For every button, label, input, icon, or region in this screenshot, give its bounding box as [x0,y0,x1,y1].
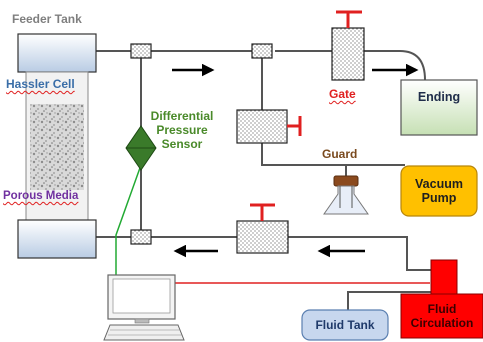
ending-label: Ending [417,90,461,104]
bottom-valve-body [236,220,289,254]
pipe-bottom [95,236,432,271]
pipe-top [94,50,426,81]
hassler-cell [17,33,97,259]
pipe-tank [347,291,432,312]
middle-valve-body [236,109,288,144]
hassler-top-cap [17,33,97,73]
vacuum-pump-label: Vacuum Pump [401,166,477,216]
keyboard [103,324,185,341]
vacuum-line-2: Pump [421,191,457,205]
differential-pressure-sensor-label: Differential Pressure Sensor [146,109,218,151]
middle-valve-handle [287,116,302,136]
circulation-line-2: Circulation [410,316,474,330]
valve-top-right [251,43,273,59]
circulation-lower [400,293,483,339]
dps-line-1: Differential [150,109,214,123]
pipe-to-guard [261,58,300,166]
fluid-tank-label: Fluid Tank [315,318,375,332]
pipes [94,50,432,312]
gate-valve [331,10,365,81]
guard-body [323,185,369,215]
gate-handle [336,10,362,28]
differential-pressure-sensor [125,125,157,171]
dps-line-2: Pressure [156,122,208,137]
circulation-line-1: Fluid [427,302,457,316]
gate-body [331,27,365,81]
vacuum-pump-box-shape [400,165,478,217]
fluid-circulation-unit [400,259,483,339]
fluid-tank-box-shape [301,309,389,341]
hassler-cell-label: Hassler Cell [6,77,75,91]
sensor-signal-wire [115,164,142,275]
monitor-screen [112,278,171,314]
guard-stopper [333,175,359,187]
feeder-tank-label: Feeder Tank [12,12,82,26]
guard-flask [323,175,369,215]
bottom-valve-handle [250,203,275,221]
porous-media-label: Porous Media [3,190,79,202]
vacuum-line-1: Vacuum [415,177,463,191]
hassler-bottom-cap [17,219,97,259]
ending-box-shape [400,79,478,136]
circulation-upper [430,259,458,299]
valve-top-left [130,43,152,59]
fluid-circulation-label: Fluid Circulation [401,296,483,336]
monitor-stand [134,318,150,324]
middle-valve [236,109,302,144]
gate-label: Gate [329,87,356,101]
dps-line-3: Sensor [161,136,203,151]
computer [103,274,185,341]
porous-media-core [30,104,84,190]
valve-bottom-left [130,229,152,245]
bottom-valve [236,203,289,254]
guard-label: Guard [322,147,358,161]
